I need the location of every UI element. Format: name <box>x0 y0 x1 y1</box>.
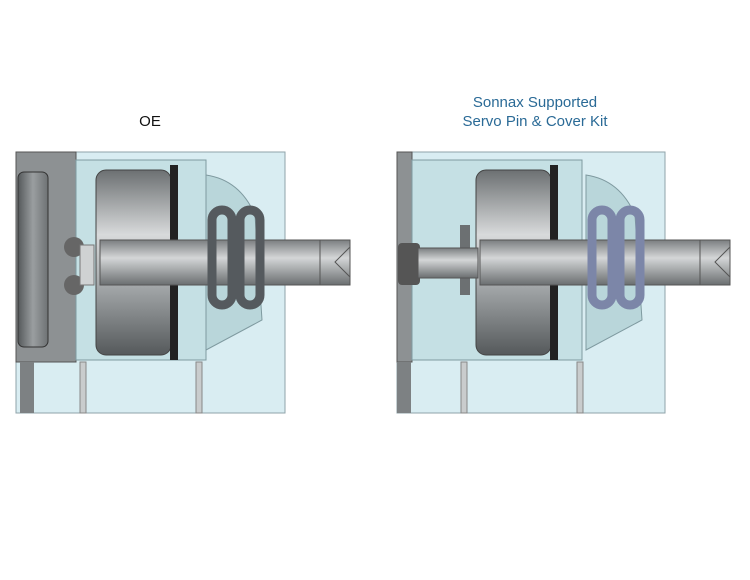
sonnax-title-line1: Sonnax Supported <box>472 94 598 111</box>
oe-title: OE <box>139 113 161 130</box>
sonnax-title: Sonnax Supported Servo Pin & Cover Kit <box>410 93 660 131</box>
oe-spring <box>207 205 265 310</box>
sonnax-spring <box>587 205 645 310</box>
sonnax-assembly <box>396 151 731 414</box>
oe-assembly <box>15 151 351 414</box>
sonnax-title-line2: Servo Pin & Cover Kit <box>462 113 608 130</box>
